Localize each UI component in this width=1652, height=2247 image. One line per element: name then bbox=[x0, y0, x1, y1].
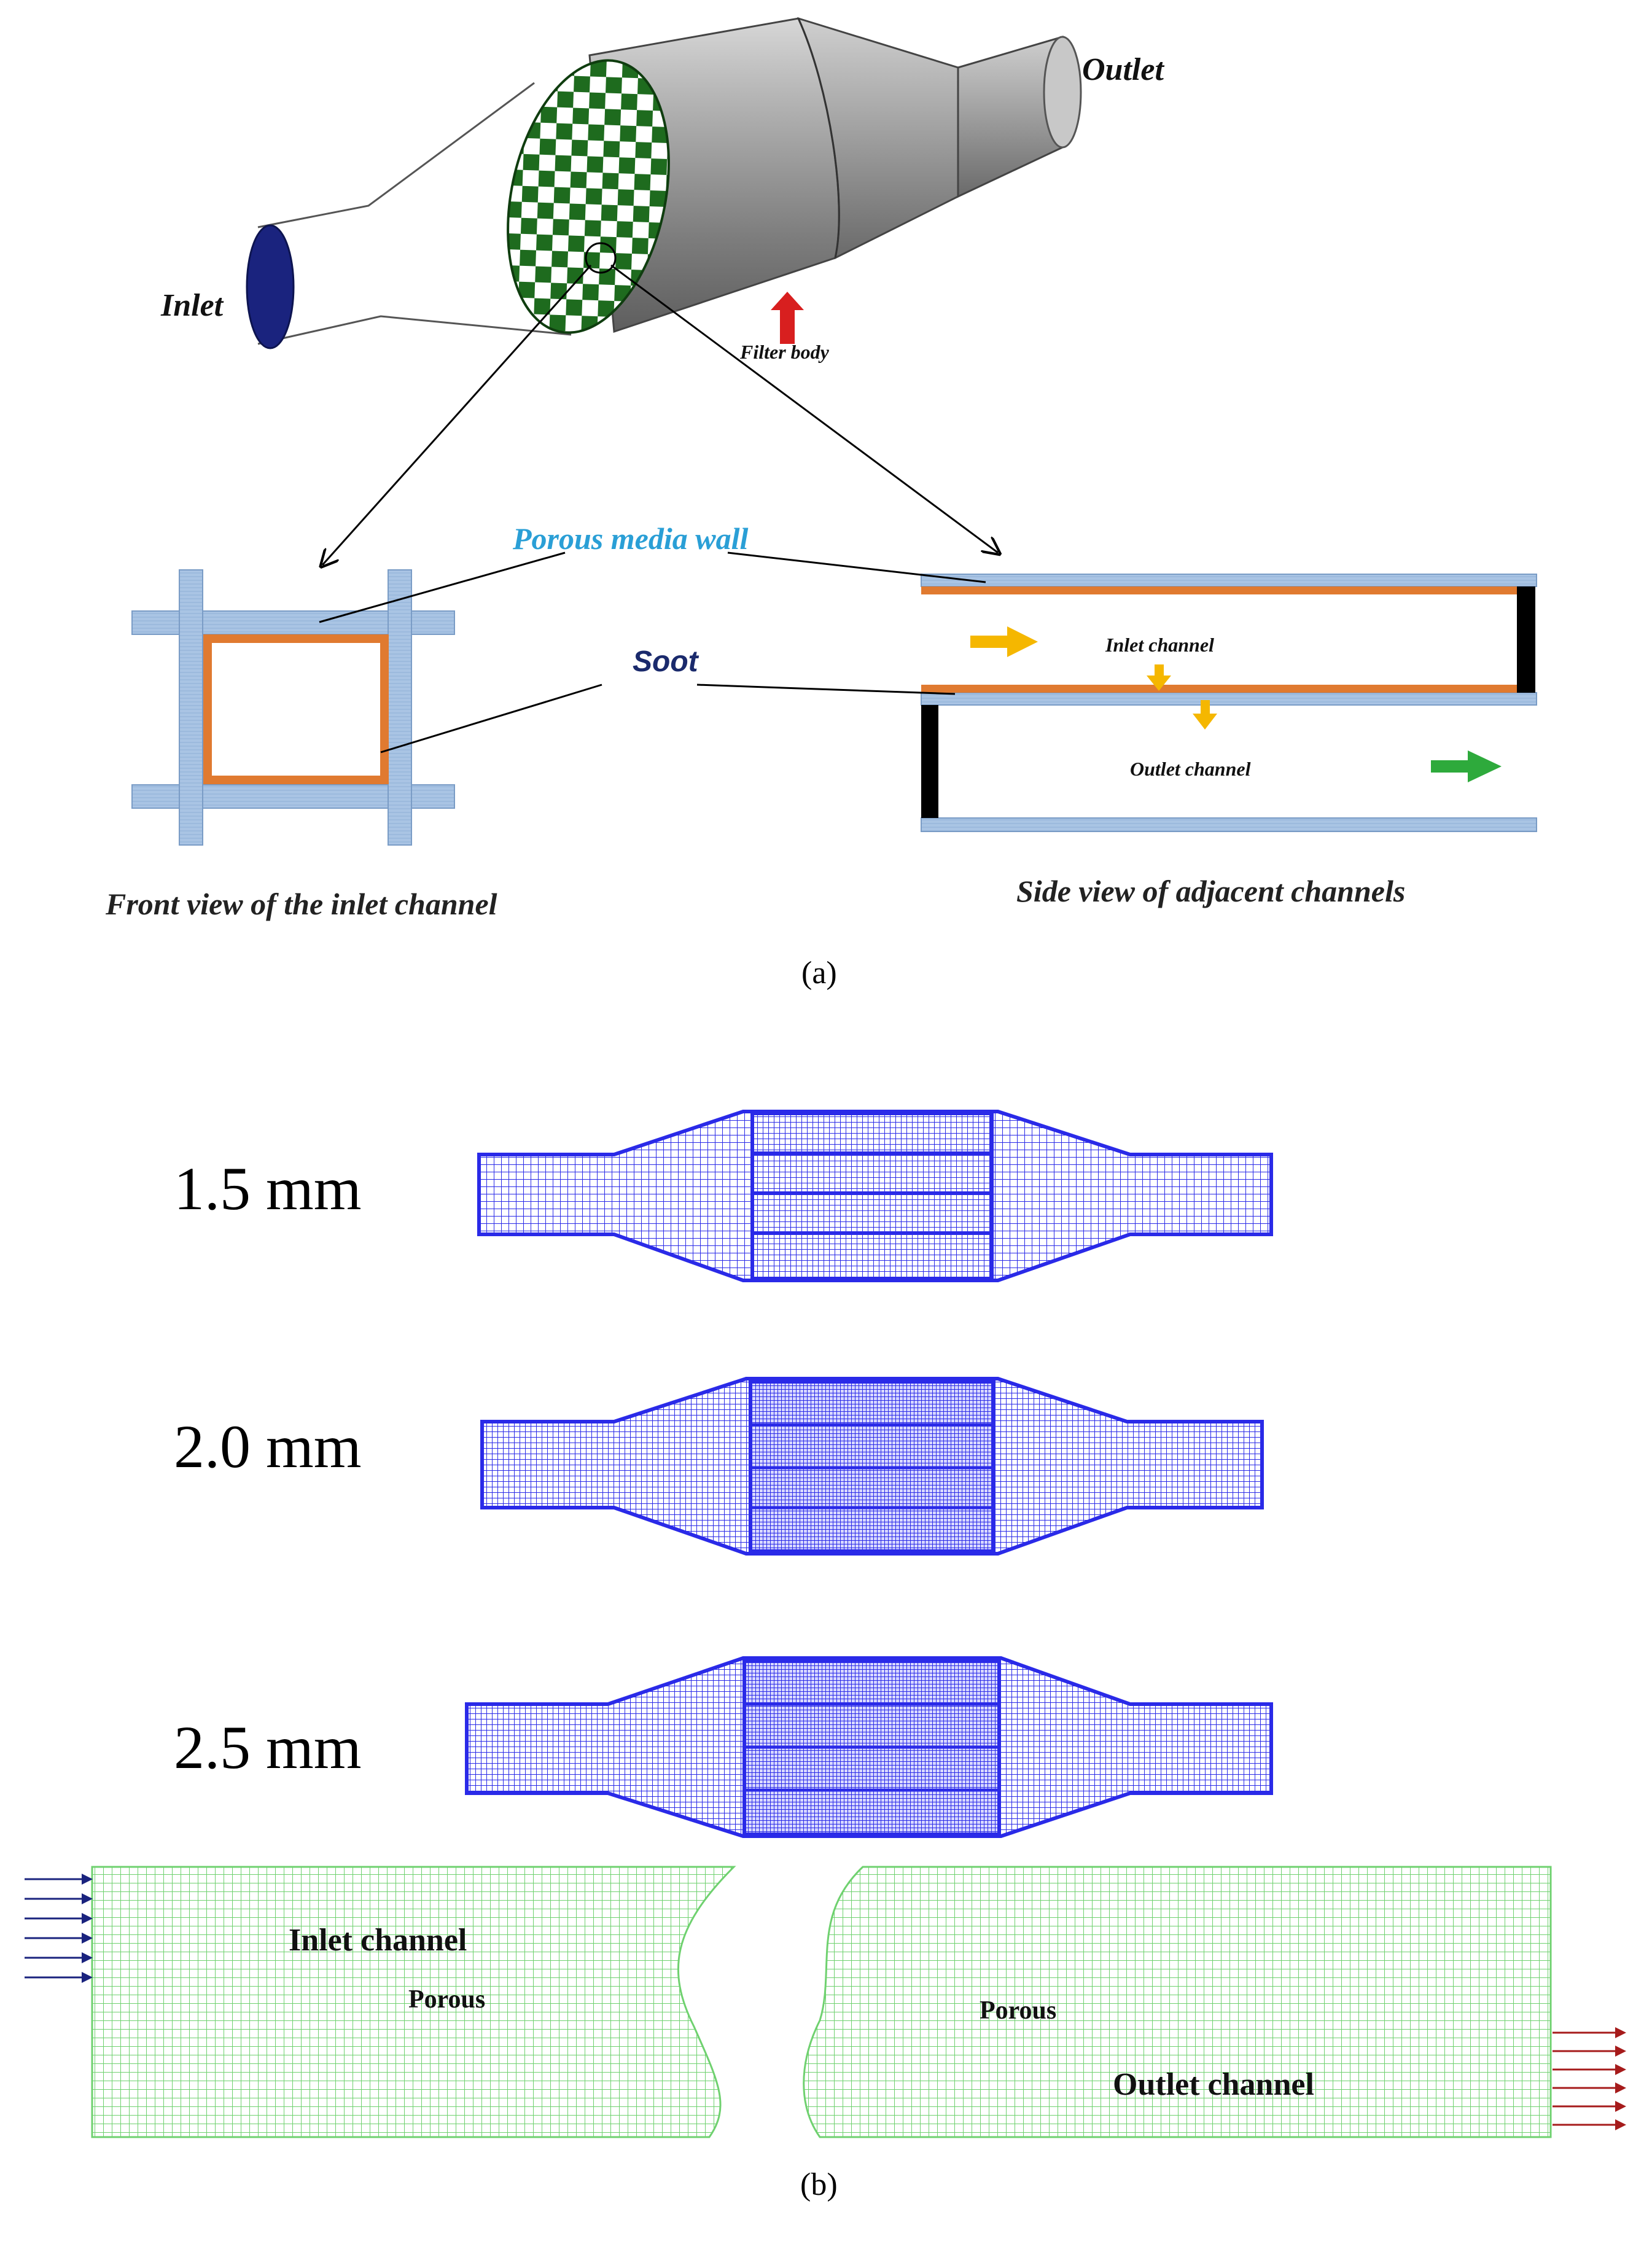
leader-porous-side bbox=[727, 551, 986, 583]
channel-mesh-left bbox=[91, 1866, 736, 2138]
zoom-arrow-side bbox=[610, 264, 998, 553]
inlet-pipe-outline bbox=[257, 82, 572, 345]
panel-a bbox=[131, 17, 1537, 846]
leader-porous-front bbox=[319, 551, 566, 623]
inlet-plug bbox=[921, 705, 938, 818]
porous-wall-left bbox=[179, 569, 203, 846]
mesh-size-label-2-0: 2.0 mm bbox=[174, 1412, 362, 1481]
side-wall-top bbox=[921, 574, 1537, 587]
channel-inlet-label: Inlet channel bbox=[289, 1923, 467, 1958]
side-view-diagram bbox=[921, 574, 1537, 832]
side-wall-bottom bbox=[921, 817, 1537, 832]
porous-media-wall-label: Porous media wall bbox=[513, 521, 749, 556]
wall-flow-arrow-2-icon bbox=[1193, 700, 1217, 730]
dpf-3d-model bbox=[246, 17, 1082, 565]
mesh-diagram-2-0 bbox=[480, 1377, 1264, 1556]
mesh-size-label-1-5: 1.5 mm bbox=[174, 1155, 362, 1223]
inlet-channel-label: Inlet channel bbox=[1105, 634, 1214, 656]
side-wall-middle bbox=[921, 692, 1537, 706]
outlet-face bbox=[1043, 36, 1082, 149]
mesh-diagram-2-5 bbox=[465, 1656, 1273, 1838]
channel-mesh-right bbox=[803, 1866, 1552, 2138]
soot-label: Soot bbox=[633, 645, 698, 678]
porous-wall-right bbox=[388, 569, 412, 846]
leader-soot-side bbox=[696, 683, 956, 695]
outflow-arrow-icon bbox=[1431, 750, 1502, 782]
filter-body-label: Filter body bbox=[740, 341, 829, 363]
channel-outlet-label: Outlet channel bbox=[1113, 2067, 1314, 2102]
side-soot-top bbox=[921, 586, 1517, 594]
front-view-caption: Front view of the inlet channel bbox=[106, 887, 497, 921]
side-view-caption: Side view of adjacent channels bbox=[1016, 874, 1406, 908]
channel-porous-left-label: Porous bbox=[408, 1985, 486, 2014]
wall-flow-arrow-1-icon bbox=[1147, 664, 1171, 691]
mesh-diagram-1-5 bbox=[477, 1110, 1273, 1282]
outlet-channel-label: Outlet channel bbox=[1130, 758, 1251, 780]
filter-body-arrow-icon bbox=[771, 292, 804, 344]
front-view-diagram bbox=[131, 569, 455, 846]
outlet-label: Outlet bbox=[1082, 52, 1164, 87]
panel-b-label: (b) bbox=[800, 2167, 838, 2202]
inflow-arrow-icon bbox=[970, 626, 1038, 657]
inlet-label: Inlet bbox=[161, 288, 224, 323]
zoom-arrow-front bbox=[322, 264, 592, 565]
filter-checker-face bbox=[507, 59, 670, 334]
mesh-size-label-2-5: 2.5 mm bbox=[174, 1713, 362, 1782]
panel-b bbox=[25, 1110, 1626, 2138]
leader-soot-front bbox=[380, 683, 602, 754]
inlet-velocity-arrows bbox=[25, 1874, 93, 1983]
outlet-velocity-arrows bbox=[1553, 2027, 1626, 2130]
inlet-face bbox=[246, 224, 295, 349]
panel-a-label: (a) bbox=[801, 956, 837, 991]
soot-layer-front bbox=[203, 634, 389, 784]
zoom-circle bbox=[585, 242, 617, 274]
channel-porous-right-label: Porous bbox=[980, 1996, 1057, 2025]
outlet-plug bbox=[1517, 586, 1535, 693]
side-soot-middle bbox=[921, 685, 1517, 693]
